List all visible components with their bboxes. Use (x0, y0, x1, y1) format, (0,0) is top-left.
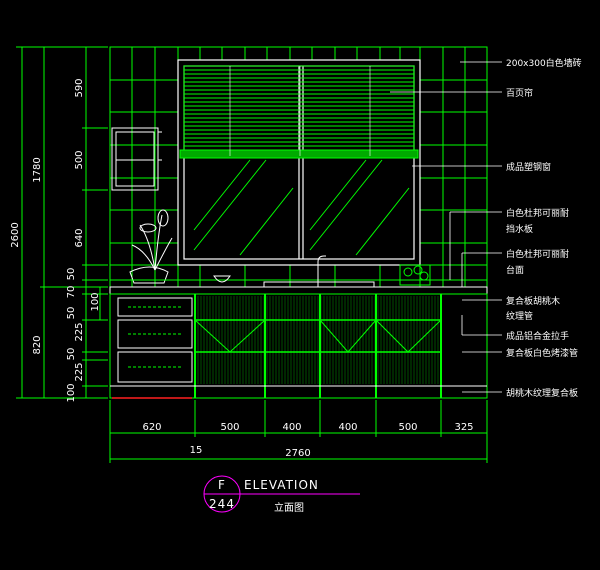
note-white-lacquer: 复合板白色烤漆管 (506, 347, 578, 359)
dim-seg-50a: 50 (66, 268, 77, 281)
dim-wall-height: 1780 (32, 157, 43, 182)
fruit-basket (399, 264, 431, 286)
dim-seg-50b: 50 (66, 307, 77, 320)
dim-seg-50c: 50 (66, 348, 77, 361)
plant-decoration (129, 209, 173, 284)
dim-cabinet-height: 820 (32, 335, 43, 354)
note-blind: 百页帘 (506, 87, 533, 99)
dim-seg-225a: 225 (74, 322, 85, 341)
dim-bottom-15: 15 (190, 445, 203, 456)
note-countertop-1: 白色杜邦可丽耐 (506, 248, 569, 260)
note-walnut-panel-1: 复合板胡桃木 (506, 295, 560, 307)
venetian-blind (179, 65, 419, 159)
counter-bowl (213, 275, 231, 283)
base-cabinets (109, 293, 488, 399)
note-splashboard-2: 挡水板 (506, 223, 533, 235)
bottom-dimension-lines (109, 400, 488, 463)
tag-number: 244 (209, 497, 235, 511)
dim-bottom-325: 325 (454, 422, 473, 433)
dim-bottom-400b: 400 (338, 422, 357, 433)
dim-seg-640: 640 (74, 228, 85, 247)
drawing-title: ELEVATION (244, 478, 319, 492)
window-reflection (193, 159, 410, 256)
note-window: 成品塑钢窗 (506, 161, 551, 173)
dim-bottom-total: 2760 (285, 448, 310, 459)
dim-total-height: 2600 (10, 222, 21, 247)
note-wall-tile: 200x300白色墙砖 (506, 57, 582, 69)
dim-bottom-500b: 500 (398, 422, 417, 433)
dim-seg-225b: 225 (74, 362, 85, 381)
drawer-stack (117, 297, 193, 383)
dim-bottom-400a: 400 (282, 422, 301, 433)
dim-seg-590: 590 (74, 78, 85, 97)
wall-cabinet (111, 127, 162, 191)
annotation-leaders (390, 61, 502, 393)
note-walnut-composite: 胡桃木纹理复合板 (506, 387, 578, 399)
dim-bottom-500a: 500 (220, 422, 239, 433)
dim-bottom-620: 620 (142, 422, 161, 433)
sink-faucet (263, 255, 375, 288)
dim-seg-100: 100 (66, 383, 77, 402)
window (177, 59, 421, 266)
note-handle: 成品铝合金拉手 (506, 330, 569, 342)
drawing-subtitle: 立面图 (274, 501, 304, 514)
left-dimension-lines (16, 46, 108, 399)
dim-seg-100-inner: 100 (90, 292, 101, 311)
dim-seg-500: 500 (74, 150, 85, 169)
note-countertop-2: 台面 (506, 264, 524, 276)
dim-seg-70: 70 (66, 286, 77, 299)
note-walnut-panel-2: 纹理管 (506, 310, 533, 322)
tag-letter: F (218, 478, 226, 492)
title-block: F 244 ELEVATION 立面图 (203, 475, 360, 514)
note-splashboard-1: 白色杜邦可丽耐 (506, 207, 569, 219)
